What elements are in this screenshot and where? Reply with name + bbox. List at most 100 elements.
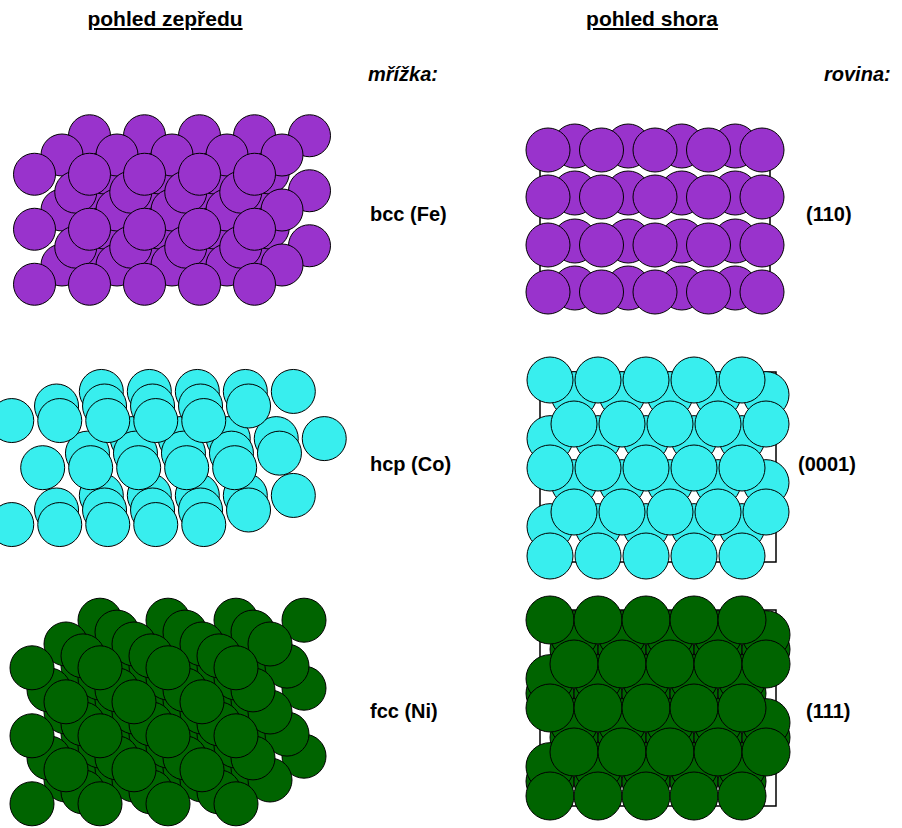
atom — [551, 489, 597, 535]
atom — [213, 446, 257, 490]
hcp-top-view — [527, 357, 789, 579]
atom — [14, 208, 56, 250]
atom — [574, 772, 622, 820]
atom — [695, 401, 741, 447]
atom — [112, 748, 156, 792]
atom — [271, 369, 315, 413]
atom — [743, 401, 789, 447]
atom — [646, 640, 694, 688]
atom — [257, 431, 301, 475]
atom — [599, 401, 645, 447]
atom — [633, 270, 677, 314]
atom — [179, 153, 221, 195]
atom — [10, 782, 54, 826]
atom — [687, 128, 731, 172]
atom — [227, 488, 271, 532]
atom — [633, 128, 677, 172]
atom — [146, 782, 190, 826]
atom — [38, 503, 82, 547]
atom — [86, 503, 130, 547]
atom — [234, 263, 276, 305]
atom — [580, 175, 624, 219]
atom — [550, 728, 598, 776]
atom — [86, 399, 130, 443]
lattice-label: fcc (Ni) — [370, 699, 438, 723]
atom — [271, 473, 315, 517]
atom — [124, 263, 166, 305]
atom — [687, 223, 731, 267]
atom — [527, 445, 573, 491]
bcc-front-view — [14, 115, 331, 306]
atom — [180, 748, 224, 792]
atom — [622, 772, 670, 820]
atom — [719, 445, 765, 491]
atom — [14, 153, 56, 195]
atom — [146, 714, 190, 758]
atom — [623, 357, 669, 403]
atom — [69, 208, 111, 250]
plane-label: (111) — [806, 699, 850, 723]
atom — [719, 533, 765, 579]
atom — [526, 175, 570, 219]
atom — [527, 357, 573, 403]
atom — [575, 533, 621, 579]
atom — [687, 270, 731, 314]
plane-label: (110) — [806, 202, 852, 226]
atom — [78, 646, 122, 690]
lattice-label: hcp (Co) — [370, 452, 451, 476]
atom — [165, 446, 209, 490]
atom — [78, 714, 122, 758]
atom — [0, 503, 34, 547]
atom — [526, 270, 570, 314]
column-heading: pohled zepředu — [87, 6, 242, 31]
atom — [234, 153, 276, 195]
atom — [134, 503, 178, 547]
atom — [646, 728, 694, 776]
column-label: mřížka: — [368, 62, 438, 86]
atom — [69, 446, 113, 490]
atom — [740, 270, 784, 314]
lattice-label: bcc (Fe) — [370, 202, 447, 226]
atom — [179, 263, 221, 305]
atom — [526, 772, 574, 820]
hcp-front-view — [0, 369, 346, 546]
atom — [214, 782, 258, 826]
atom — [575, 445, 621, 491]
atom — [10, 646, 54, 690]
atom — [69, 153, 111, 195]
atom — [302, 417, 346, 461]
atom — [598, 640, 646, 688]
atom — [179, 208, 221, 250]
atom — [214, 714, 258, 758]
atom — [21, 446, 65, 490]
atom — [182, 399, 226, 443]
atom — [742, 640, 790, 688]
atom — [647, 401, 693, 447]
atom — [695, 489, 741, 535]
atom — [694, 640, 742, 688]
atom — [580, 270, 624, 314]
atom — [687, 175, 731, 219]
atom — [622, 596, 670, 644]
atom-layer — [526, 596, 790, 820]
atom — [214, 646, 258, 690]
column-heading: pohled shora — [586, 6, 718, 31]
atom — [112, 680, 156, 724]
atom — [44, 748, 88, 792]
atom — [740, 128, 784, 172]
atom — [44, 680, 88, 724]
bcc-top-view — [526, 124, 784, 314]
atom-layer — [526, 128, 784, 314]
atom — [551, 401, 597, 447]
atom — [580, 223, 624, 267]
atom — [134, 399, 178, 443]
atom — [550, 640, 598, 688]
atom — [124, 208, 166, 250]
atom — [124, 153, 166, 195]
fcc-top-view — [526, 596, 790, 820]
atom — [671, 445, 717, 491]
atom — [78, 782, 122, 826]
atom — [0, 399, 34, 443]
